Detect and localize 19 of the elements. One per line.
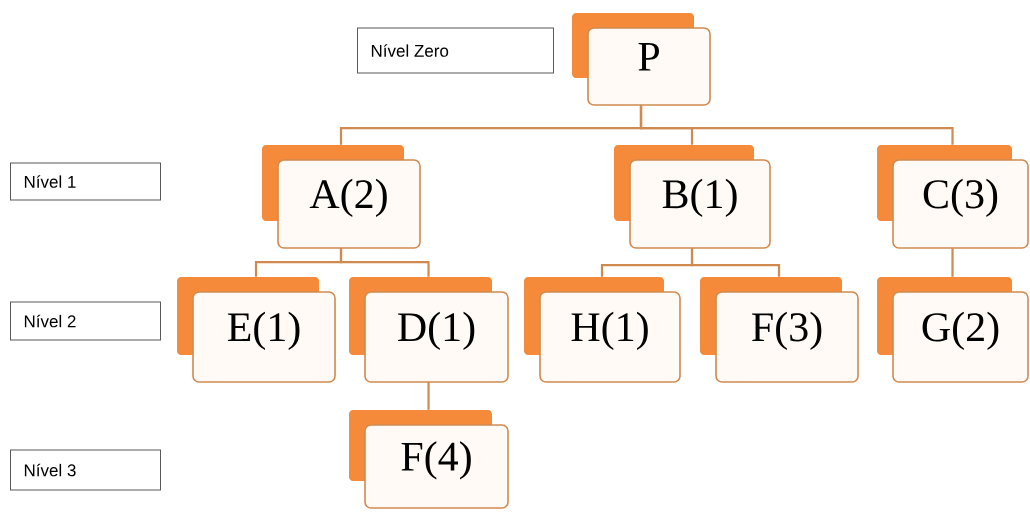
connector-line (639, 105, 954, 145)
org-chart-box: C(3) (877, 145, 1029, 249)
level-label-box: Nível 3 (10, 449, 161, 491)
org-chart-box: H(1) (524, 277, 681, 383)
org-chart-box: E(1) (177, 277, 336, 383)
connector-line (339, 248, 430, 277)
level-label-box: Nível 2 (10, 301, 161, 341)
org-chart-box: F(4) (349, 410, 509, 509)
connector-line (690, 248, 781, 277)
org-chart-box: A(2) (262, 145, 421, 249)
org-chart-box: D(1) (349, 277, 509, 383)
org-chart-box: B(1) (614, 145, 771, 249)
org-chart-box: G(2) (877, 277, 1029, 383)
org-chart-box: F(3) (700, 277, 859, 383)
level-label-box: Nível Zero (357, 27, 554, 74)
connector-line (427, 382, 430, 410)
connector-line (951, 248, 954, 277)
org-chart-box: P (572, 13, 711, 106)
level-label-box: Nível 1 (10, 162, 161, 201)
